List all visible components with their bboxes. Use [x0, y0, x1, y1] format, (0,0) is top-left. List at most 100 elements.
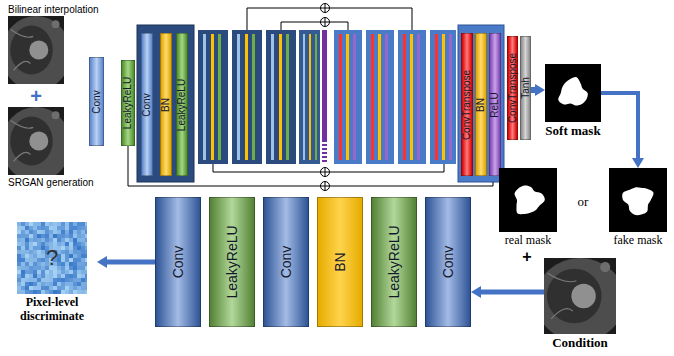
ct-tissue	[8, 16, 64, 84]
layer-name: LeakyReLU	[123, 77, 133, 129]
ct-tissue	[544, 258, 616, 334]
noise-cell	[61, 226, 65, 230]
noise-cell	[41, 250, 45, 254]
add-symbol	[321, 18, 330, 27]
noise-cell	[77, 262, 81, 266]
image-frame	[545, 64, 601, 122]
noise-cell	[21, 246, 25, 250]
noise-cell	[73, 270, 77, 274]
layer-stripe	[237, 34, 240, 160]
noise-cell	[85, 278, 87, 282]
mask-background	[609, 168, 667, 232]
noise-cell	[81, 278, 85, 282]
layer-stripe	[417, 34, 420, 160]
noise-cell	[45, 278, 49, 282]
noise-cell	[65, 222, 69, 226]
image-frame	[609, 168, 667, 232]
noise-cell	[65, 254, 69, 258]
noise-cell	[21, 250, 25, 254]
noise-cell	[33, 286, 37, 290]
layer-name: LeakyReLU	[177, 78, 187, 130]
noise-cell	[41, 282, 45, 286]
noise-cell	[25, 282, 29, 286]
noise-cell	[17, 290, 21, 294]
add-cross	[321, 182, 330, 191]
noise-cell	[29, 230, 33, 234]
deconv-layer: ConvTranspose	[461, 33, 473, 176]
add-symbol	[321, 4, 330, 13]
noise-cell	[45, 270, 49, 274]
noise-cell	[85, 238, 87, 242]
noise-cell	[37, 278, 41, 282]
noise-cell	[37, 254, 41, 258]
layer-stripe	[410, 34, 413, 160]
layer-name: LeakyReLU	[387, 225, 401, 298]
ct-nodule	[29, 40, 48, 59]
noise-cell	[41, 278, 45, 282]
image-content	[609, 168, 667, 232]
noise-cell	[53, 238, 57, 242]
noise-cell	[65, 290, 69, 294]
noise-cell	[73, 266, 77, 270]
noise-cell	[33, 246, 37, 250]
image-caption: Pixel-level discriminate	[7, 296, 97, 324]
layer-stripe	[271, 34, 274, 160]
skip-connection	[281, 22, 348, 30]
noise-cell	[61, 222, 65, 226]
noise-cell	[37, 230, 41, 234]
noise-cell	[25, 270, 29, 274]
ct-lung	[10, 26, 53, 75]
layer-stripe	[378, 34, 381, 160]
noise-cell	[85, 254, 87, 258]
add-circle	[321, 18, 330, 27]
noise-cell	[17, 230, 21, 234]
noise-cell	[73, 250, 77, 254]
noise-cell	[73, 226, 77, 230]
image-picture	[544, 258, 616, 334]
noise-cell	[29, 250, 33, 254]
noise-cell	[25, 278, 29, 282]
deconv-layer: ConvTranspose	[507, 36, 518, 140]
noise-cell	[33, 290, 37, 294]
noise-cell	[37, 270, 41, 274]
noise-cell	[45, 282, 49, 286]
noise-cell	[29, 254, 33, 258]
noise-cell	[33, 258, 37, 262]
noise-cell	[73, 262, 77, 266]
noise-cell	[29, 270, 33, 274]
noise-cell	[29, 266, 33, 270]
noise-cell	[49, 286, 53, 290]
mask-background	[545, 64, 601, 122]
noise-cell	[65, 274, 69, 278]
question-mark: ?	[46, 247, 58, 269]
mask-region	[558, 77, 588, 105]
noise-cell	[33, 270, 37, 274]
image-caption: Bilinear interpolation	[8, 4, 99, 16]
noise-cell	[21, 254, 25, 258]
noise-cell	[41, 254, 45, 258]
noise-cell	[49, 278, 53, 282]
encoder-block	[232, 30, 262, 164]
noise-cell	[29, 238, 33, 242]
noise-cell	[41, 230, 45, 234]
noise-cell	[49, 290, 53, 294]
noise-cell	[77, 234, 81, 238]
noise-cell	[29, 286, 33, 290]
layer-stripe	[309, 34, 311, 160]
noise-cell	[61, 286, 65, 290]
noise-cell	[65, 234, 69, 238]
mask-region	[622, 187, 653, 215]
noise-cell	[49, 234, 53, 238]
noise-cell	[69, 254, 73, 258]
noise-cell	[21, 262, 25, 266]
noise-cell	[61, 274, 65, 278]
noise-cell	[21, 238, 25, 242]
image-caption: fake mask	[614, 234, 663, 248]
noise-cell	[57, 286, 61, 290]
input-image: Bilinear interpolation	[8, 4, 99, 85]
layer-name: Tanh	[521, 77, 531, 99]
noise-cell	[25, 262, 29, 266]
decoder-block	[458, 25, 504, 182]
layer-name: Conv	[441, 246, 455, 279]
image-caption: real mask	[505, 234, 551, 248]
